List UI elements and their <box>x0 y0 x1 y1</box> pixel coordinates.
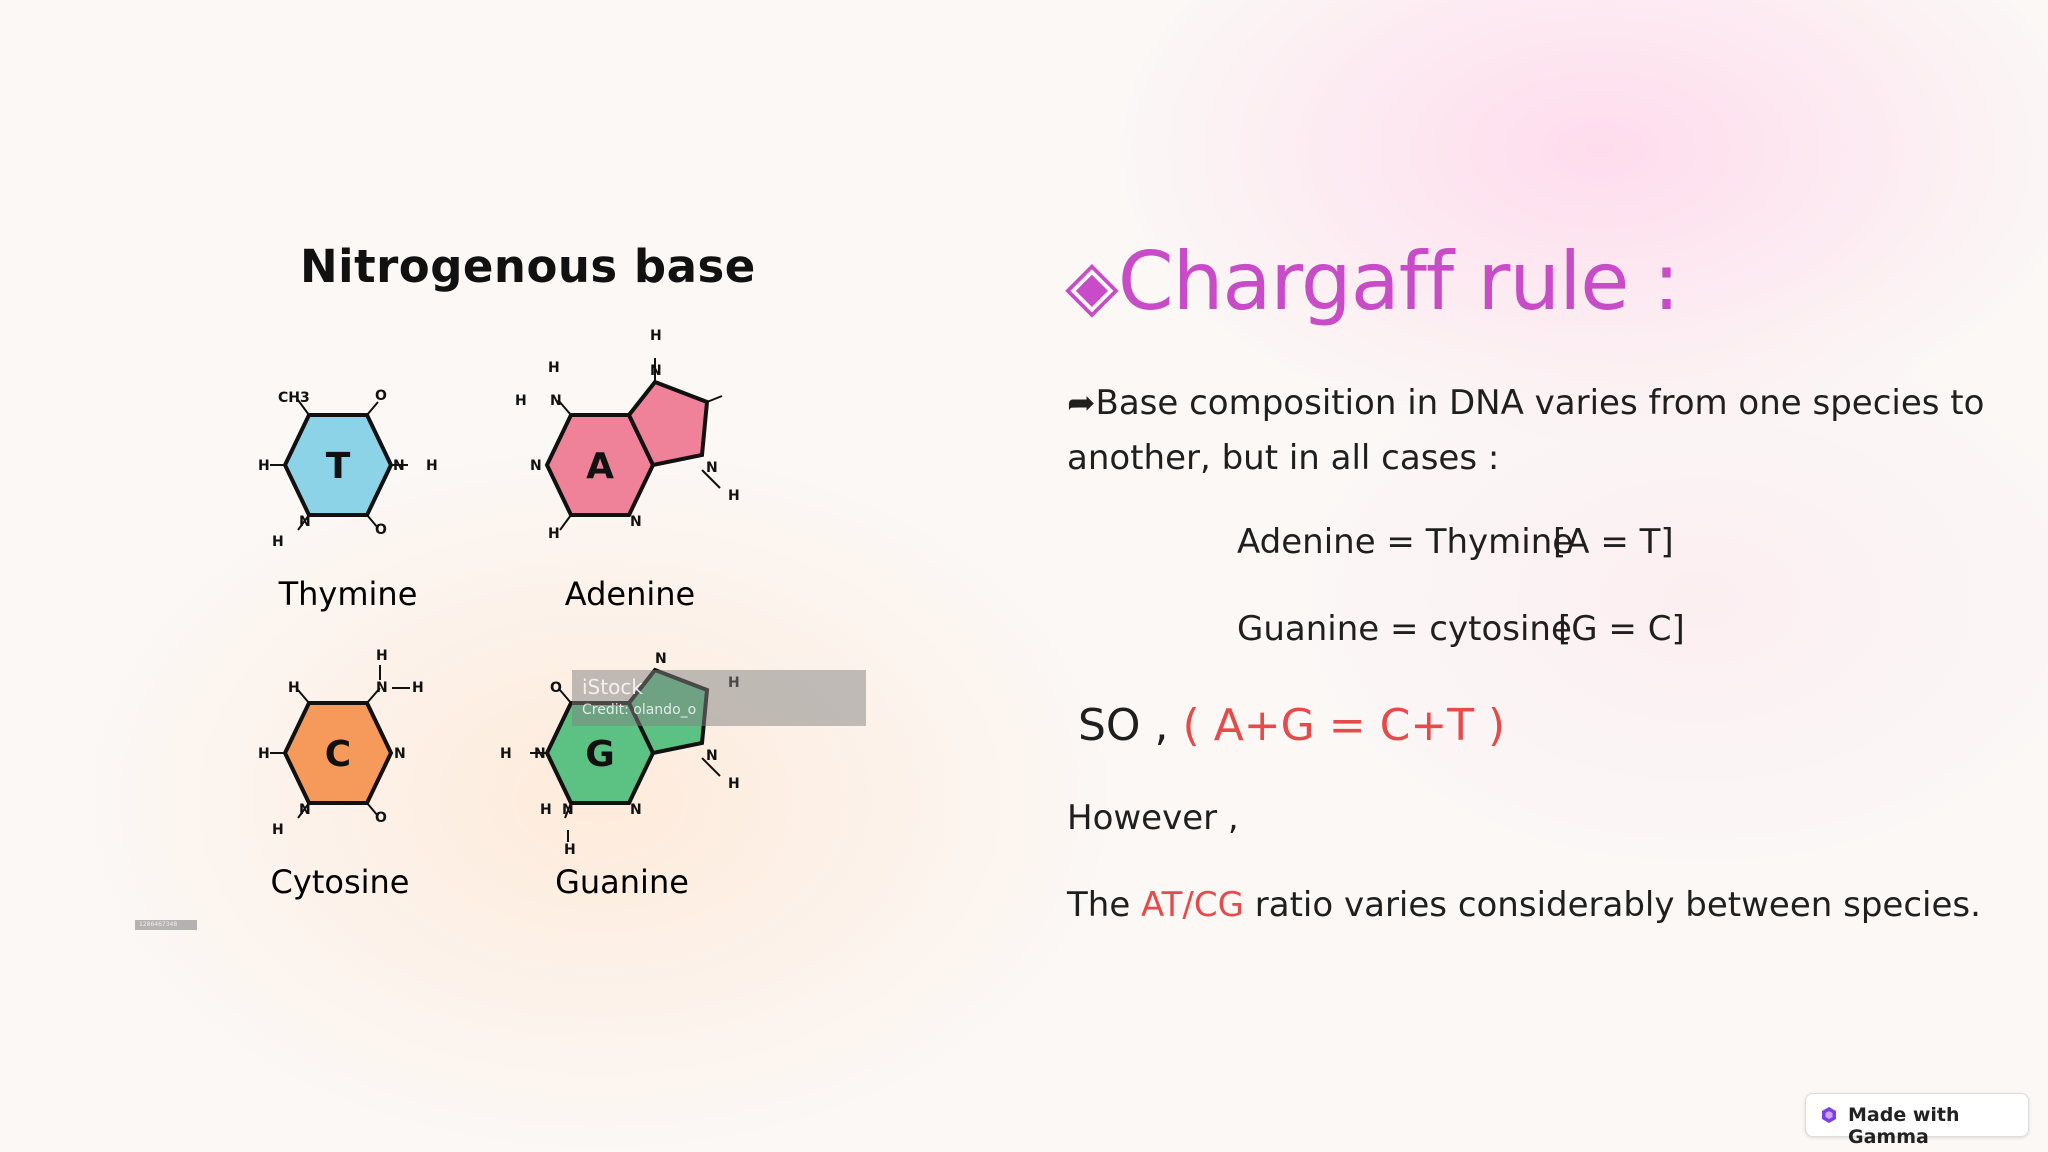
svg-text:N: N <box>655 651 667 667</box>
figure-title: Nitrogenous base <box>300 240 756 293</box>
adenine-letter: A <box>586 446 614 487</box>
equation-adenine-thymine-short: [A = T] <box>1553 522 1674 562</box>
svg-text:H: H <box>426 458 438 474</box>
however-text: However , <box>1067 798 1239 838</box>
equation-guanine-cytosine-short: [G = C] <box>1558 609 1685 649</box>
svg-text:H: H <box>515 393 527 409</box>
svg-text:H: H <box>548 360 560 376</box>
made-with-gamma-badge[interactable]: Made with Gamma <box>1805 1093 2029 1148</box>
svg-text:N: N <box>534 746 546 762</box>
svg-text:N: N <box>630 802 642 818</box>
watermark-credit: Credit: olando_o <box>582 702 697 718</box>
thymine-label: Thymine <box>278 575 418 613</box>
watermark-brand: iStock <box>582 675 643 699</box>
adenine-label: Adenine <box>565 575 695 613</box>
svg-text:N: N <box>394 746 406 762</box>
slide-heading: ◈Chargaff rule : <box>1065 235 1680 328</box>
so-formula: SO , ( A+G = C+T ) <box>1078 700 1506 751</box>
thymine-structure: T CH3 O H N H H N O <box>258 388 438 550</box>
heading-text: Chargaff rule : <box>1117 235 1680 328</box>
cytosine-structure: C H N H H H N H N O <box>258 648 424 838</box>
intro-paragraph: ➦Base composition in DNA varies from one… <box>1067 383 1985 478</box>
guanine-label: Guanine <box>555 863 689 901</box>
svg-text:N: N <box>299 514 311 530</box>
svg-text:H: H <box>376 648 388 664</box>
svg-text:H: H <box>258 458 270 474</box>
svg-text:H: H <box>288 680 300 696</box>
svg-text:O: O <box>375 522 387 538</box>
svg-text:H: H <box>272 822 284 838</box>
nitrogenous-base-diagram: T CH3 O H N H H N O Thymine A H N H N H … <box>258 328 740 901</box>
svg-text:O: O <box>550 680 562 696</box>
svg-text:H: H <box>548 526 560 542</box>
adenine-structure: A H N H N H N N H N H <box>515 328 740 542</box>
arrow-icon: ➦ <box>1067 383 1096 423</box>
svg-text:H: H <box>272 534 284 550</box>
ratio-highlight: AT/CG <box>1141 885 1244 925</box>
svg-text:H: H <box>564 842 576 858</box>
gamma-logo-icon <box>1822 1107 1836 1123</box>
svg-text:N: N <box>376 680 388 696</box>
svg-text:N: N <box>530 458 542 474</box>
svg-text:H: H <box>650 328 662 344</box>
svg-text:N: N <box>706 460 718 476</box>
svg-text:N: N <box>550 393 562 409</box>
svg-text:H: H <box>540 802 552 818</box>
svg-text:H: H <box>728 488 740 504</box>
equation-adenine-thymine: Adenine = Thymine <box>1237 522 1574 562</box>
formula-highlight: ( A+G = C+T ) <box>1182 700 1506 751</box>
svg-text:O: O <box>375 388 387 404</box>
svg-text:N: N <box>650 363 662 379</box>
istock-watermark: iStock Credit: olando_o <box>572 670 866 726</box>
svg-text:H: H <box>500 746 512 762</box>
svg-text:H: H <box>258 746 270 762</box>
svg-text:CH3: CH3 <box>278 390 310 406</box>
svg-text:N: N <box>393 458 405 474</box>
svg-text:O: O <box>375 810 387 826</box>
gamma-badge-label: Made with Gamma <box>1848 1104 1960 1148</box>
thymine-letter: T <box>326 446 351 487</box>
svg-text:N: N <box>562 802 574 818</box>
guanine-letter: G <box>585 734 615 775</box>
ratio-statement: The AT/CG ratio varies considerably betw… <box>1067 885 1981 925</box>
svg-text:H: H <box>412 680 424 696</box>
svg-text:N: N <box>706 748 718 764</box>
cytosine-label: Cytosine <box>271 863 410 901</box>
svg-text:N: N <box>299 802 311 818</box>
svg-text:H: H <box>728 776 740 792</box>
svg-text:N: N <box>630 514 642 530</box>
diamond-icon: ◈ <box>1065 244 1119 326</box>
equation-guanine-cytosine: Guanine = cytosine <box>1237 609 1572 649</box>
cytosine-letter: C <box>325 734 351 775</box>
image-id-watermark: 1286467348 <box>135 920 197 930</box>
